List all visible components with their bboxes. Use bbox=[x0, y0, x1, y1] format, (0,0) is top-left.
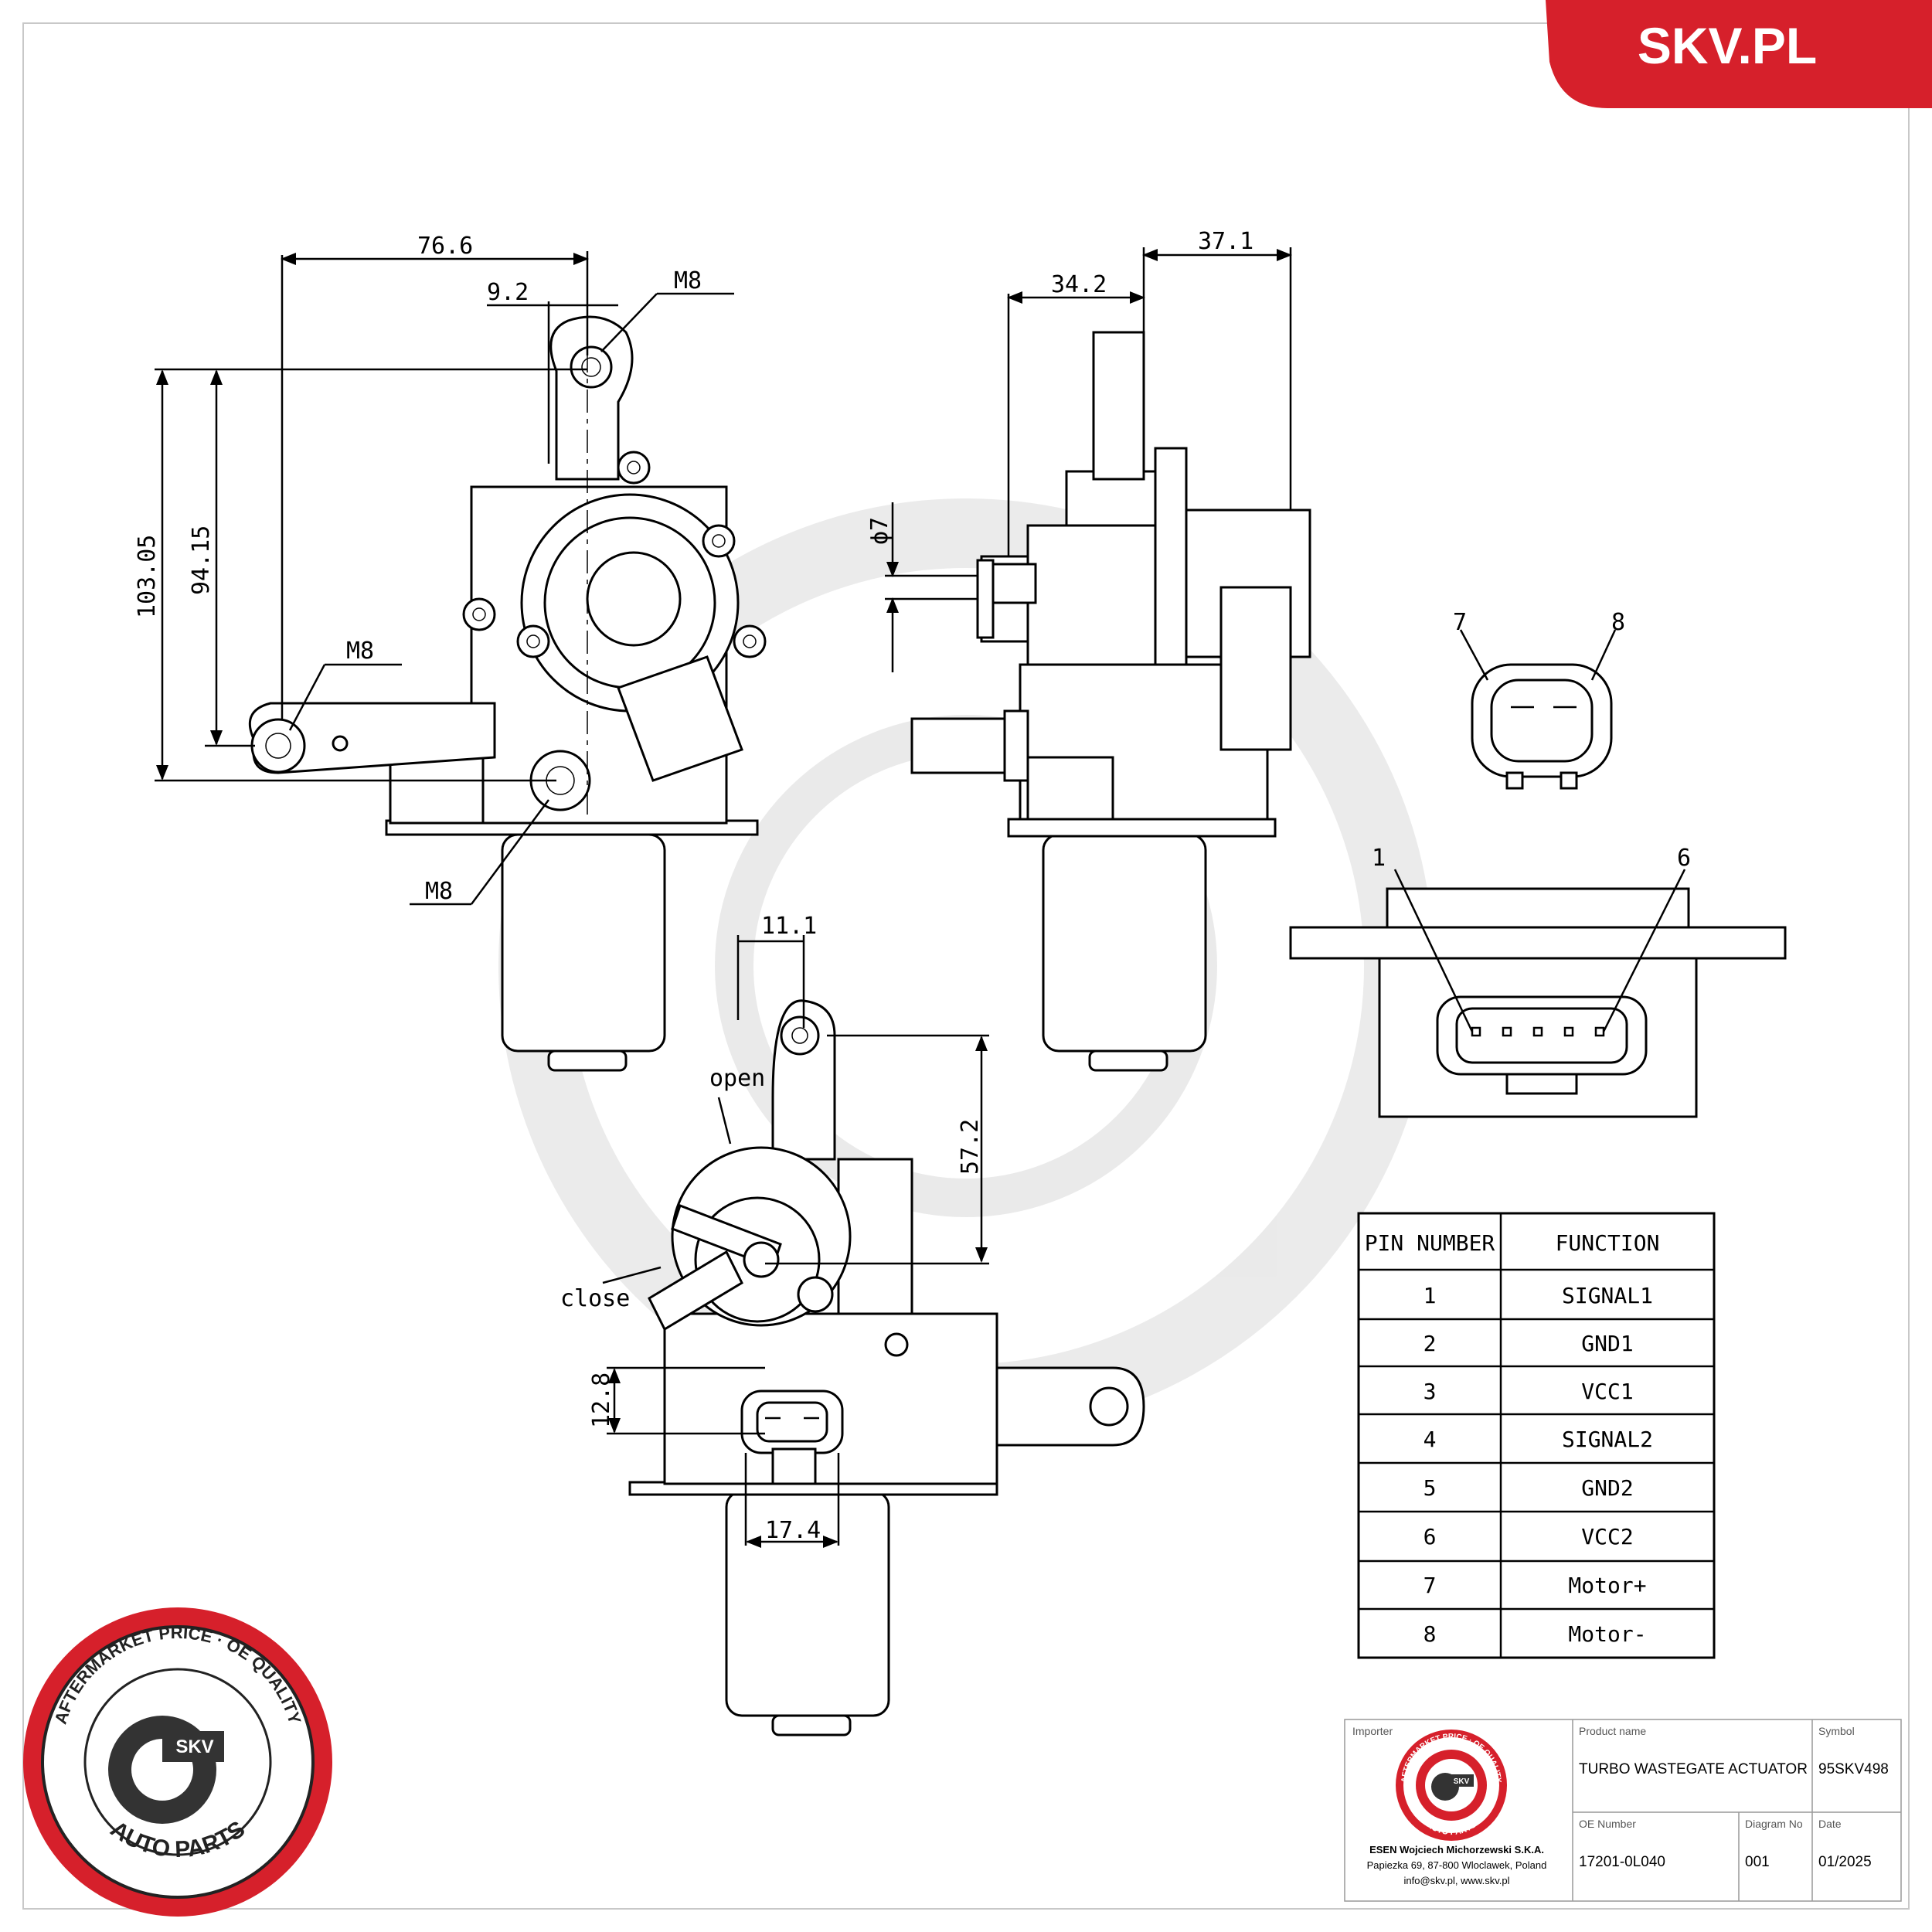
quality-seal: SKV AFTERMARKET PRICE · OE QUALITY AUTO … bbox=[23, 1607, 332, 1917]
oe-number-label: OE Number bbox=[1579, 1818, 1636, 1830]
dim-103-05: 103.05 bbox=[134, 535, 161, 618]
dim-12-8: 12.8 bbox=[588, 1372, 615, 1428]
dim-phi-7: ϕ7 bbox=[866, 517, 893, 545]
pin-table: PIN NUMBER FUNCTION 1 SIGNAL1 2 GND1 3 V… bbox=[1357, 1212, 1716, 1659]
dim-m8-top: M8 bbox=[674, 267, 702, 294]
pin-8-label: 8 bbox=[1611, 609, 1625, 636]
label-close: close bbox=[560, 1285, 630, 1312]
dim-m8-left: M8 bbox=[346, 638, 374, 665]
rear-view: 11.1 57.2 12.8 17.4 open close bbox=[560, 913, 1145, 1736]
importer-contact: info@skv.pl, www.skv.pl bbox=[1404, 1875, 1510, 1886]
pin-table-cell-function: SIGNAL2 bbox=[1562, 1427, 1653, 1452]
oe-number: 17201-0L040 bbox=[1579, 1854, 1665, 1870]
diagram-no-label: Diagram No bbox=[1745, 1818, 1803, 1830]
pin-table-cell-function: GND1 bbox=[1581, 1331, 1633, 1356]
dim-94-15: 94.15 bbox=[188, 526, 215, 595]
product-name-label: Product name bbox=[1579, 1725, 1646, 1737]
pin-table-cell-function: SIGNAL1 bbox=[1562, 1283, 1653, 1308]
pin-table-cell-function: GND2 bbox=[1581, 1475, 1633, 1501]
sensor-connector-view: 1 6 bbox=[1289, 845, 1787, 1118]
pin-table-cell-pin: 3 bbox=[1423, 1379, 1437, 1404]
pin-table-cell-pin: 5 bbox=[1423, 1475, 1437, 1501]
pin-7-label: 7 bbox=[1453, 609, 1467, 636]
dim-m8-bottom: M8 bbox=[425, 878, 453, 905]
importer-name: ESEN Wojciech Michorzewski S.K.A. bbox=[1369, 1844, 1544, 1855]
motor-connector-view: 7 8 bbox=[1453, 609, 1625, 790]
importer-logo-text: SKV bbox=[1454, 1777, 1470, 1786]
importer-address: Papiezka 69, 87-800 Wloclawek, Poland bbox=[1367, 1859, 1547, 1871]
pin-1-label: 1 bbox=[1372, 845, 1386, 872]
pin-table-cell-pin: 2 bbox=[1423, 1331, 1437, 1356]
pin-table-header-function: FUNCTION bbox=[1556, 1230, 1660, 1256]
seal-center-text: SKV bbox=[175, 1736, 213, 1757]
symbol-label: Symbol bbox=[1818, 1725, 1855, 1737]
dim-11-1: 11.1 bbox=[761, 913, 817, 940]
pin-table-cell-function: Motor+ bbox=[1568, 1573, 1646, 1598]
label-open: open bbox=[709, 1065, 765, 1092]
pin-table-cell-pin: 4 bbox=[1423, 1427, 1437, 1452]
dim-17-4: 17.4 bbox=[765, 1517, 821, 1544]
pin-table-cell-pin: 1 bbox=[1423, 1283, 1437, 1308]
page-frame bbox=[22, 22, 1910, 1910]
importer-logo: SKV AFTERMARKET PRICE · OE QUALITY AUTO … bbox=[1396, 1730, 1507, 1841]
pin-6-label: 6 bbox=[1677, 845, 1691, 872]
brand-corner: SKV.PL bbox=[1546, 0, 1932, 108]
pin-table-cell-function: VCC2 bbox=[1581, 1524, 1633, 1549]
title-block: Importer SKV AFTERMARKET PRICE · OE QUAL… bbox=[1344, 1719, 1902, 1902]
date-value: 01/2025 bbox=[1818, 1854, 1872, 1870]
dim-9-2: 9.2 bbox=[487, 279, 529, 306]
pin-table-cell-function: Motor- bbox=[1568, 1621, 1646, 1647]
pin-table-header-pin: PIN NUMBER bbox=[1365, 1230, 1495, 1256]
pin-table-cell-pin: 6 bbox=[1423, 1524, 1437, 1549]
pin-table-cell-pin: 8 bbox=[1423, 1621, 1437, 1647]
brand-site-text: SKV.PL bbox=[1638, 17, 1817, 74]
pin-table-cell-pin: 7 bbox=[1423, 1573, 1437, 1598]
importer-label: Importer bbox=[1352, 1725, 1393, 1737]
side-view: 37.1 34.2 ϕ7 bbox=[866, 228, 1311, 1072]
front-view: 76.6 9.2 M8 M8 M8 103.05 94.15 bbox=[134, 233, 767, 1072]
dim-57-2: 57.2 bbox=[957, 1119, 984, 1175]
dim-76-6: 76.6 bbox=[417, 233, 473, 260]
symbol-value: 95SKV498 bbox=[1818, 1761, 1889, 1777]
product-name: TURBO WASTEGATE ACTUATOR bbox=[1579, 1761, 1808, 1777]
date-label: Date bbox=[1818, 1818, 1842, 1830]
dim-37-1: 37.1 bbox=[1198, 228, 1253, 255]
pin-table-cell-function: VCC1 bbox=[1581, 1379, 1633, 1404]
dim-34-2: 34.2 bbox=[1051, 271, 1107, 298]
diagram-no: 001 bbox=[1745, 1854, 1770, 1870]
